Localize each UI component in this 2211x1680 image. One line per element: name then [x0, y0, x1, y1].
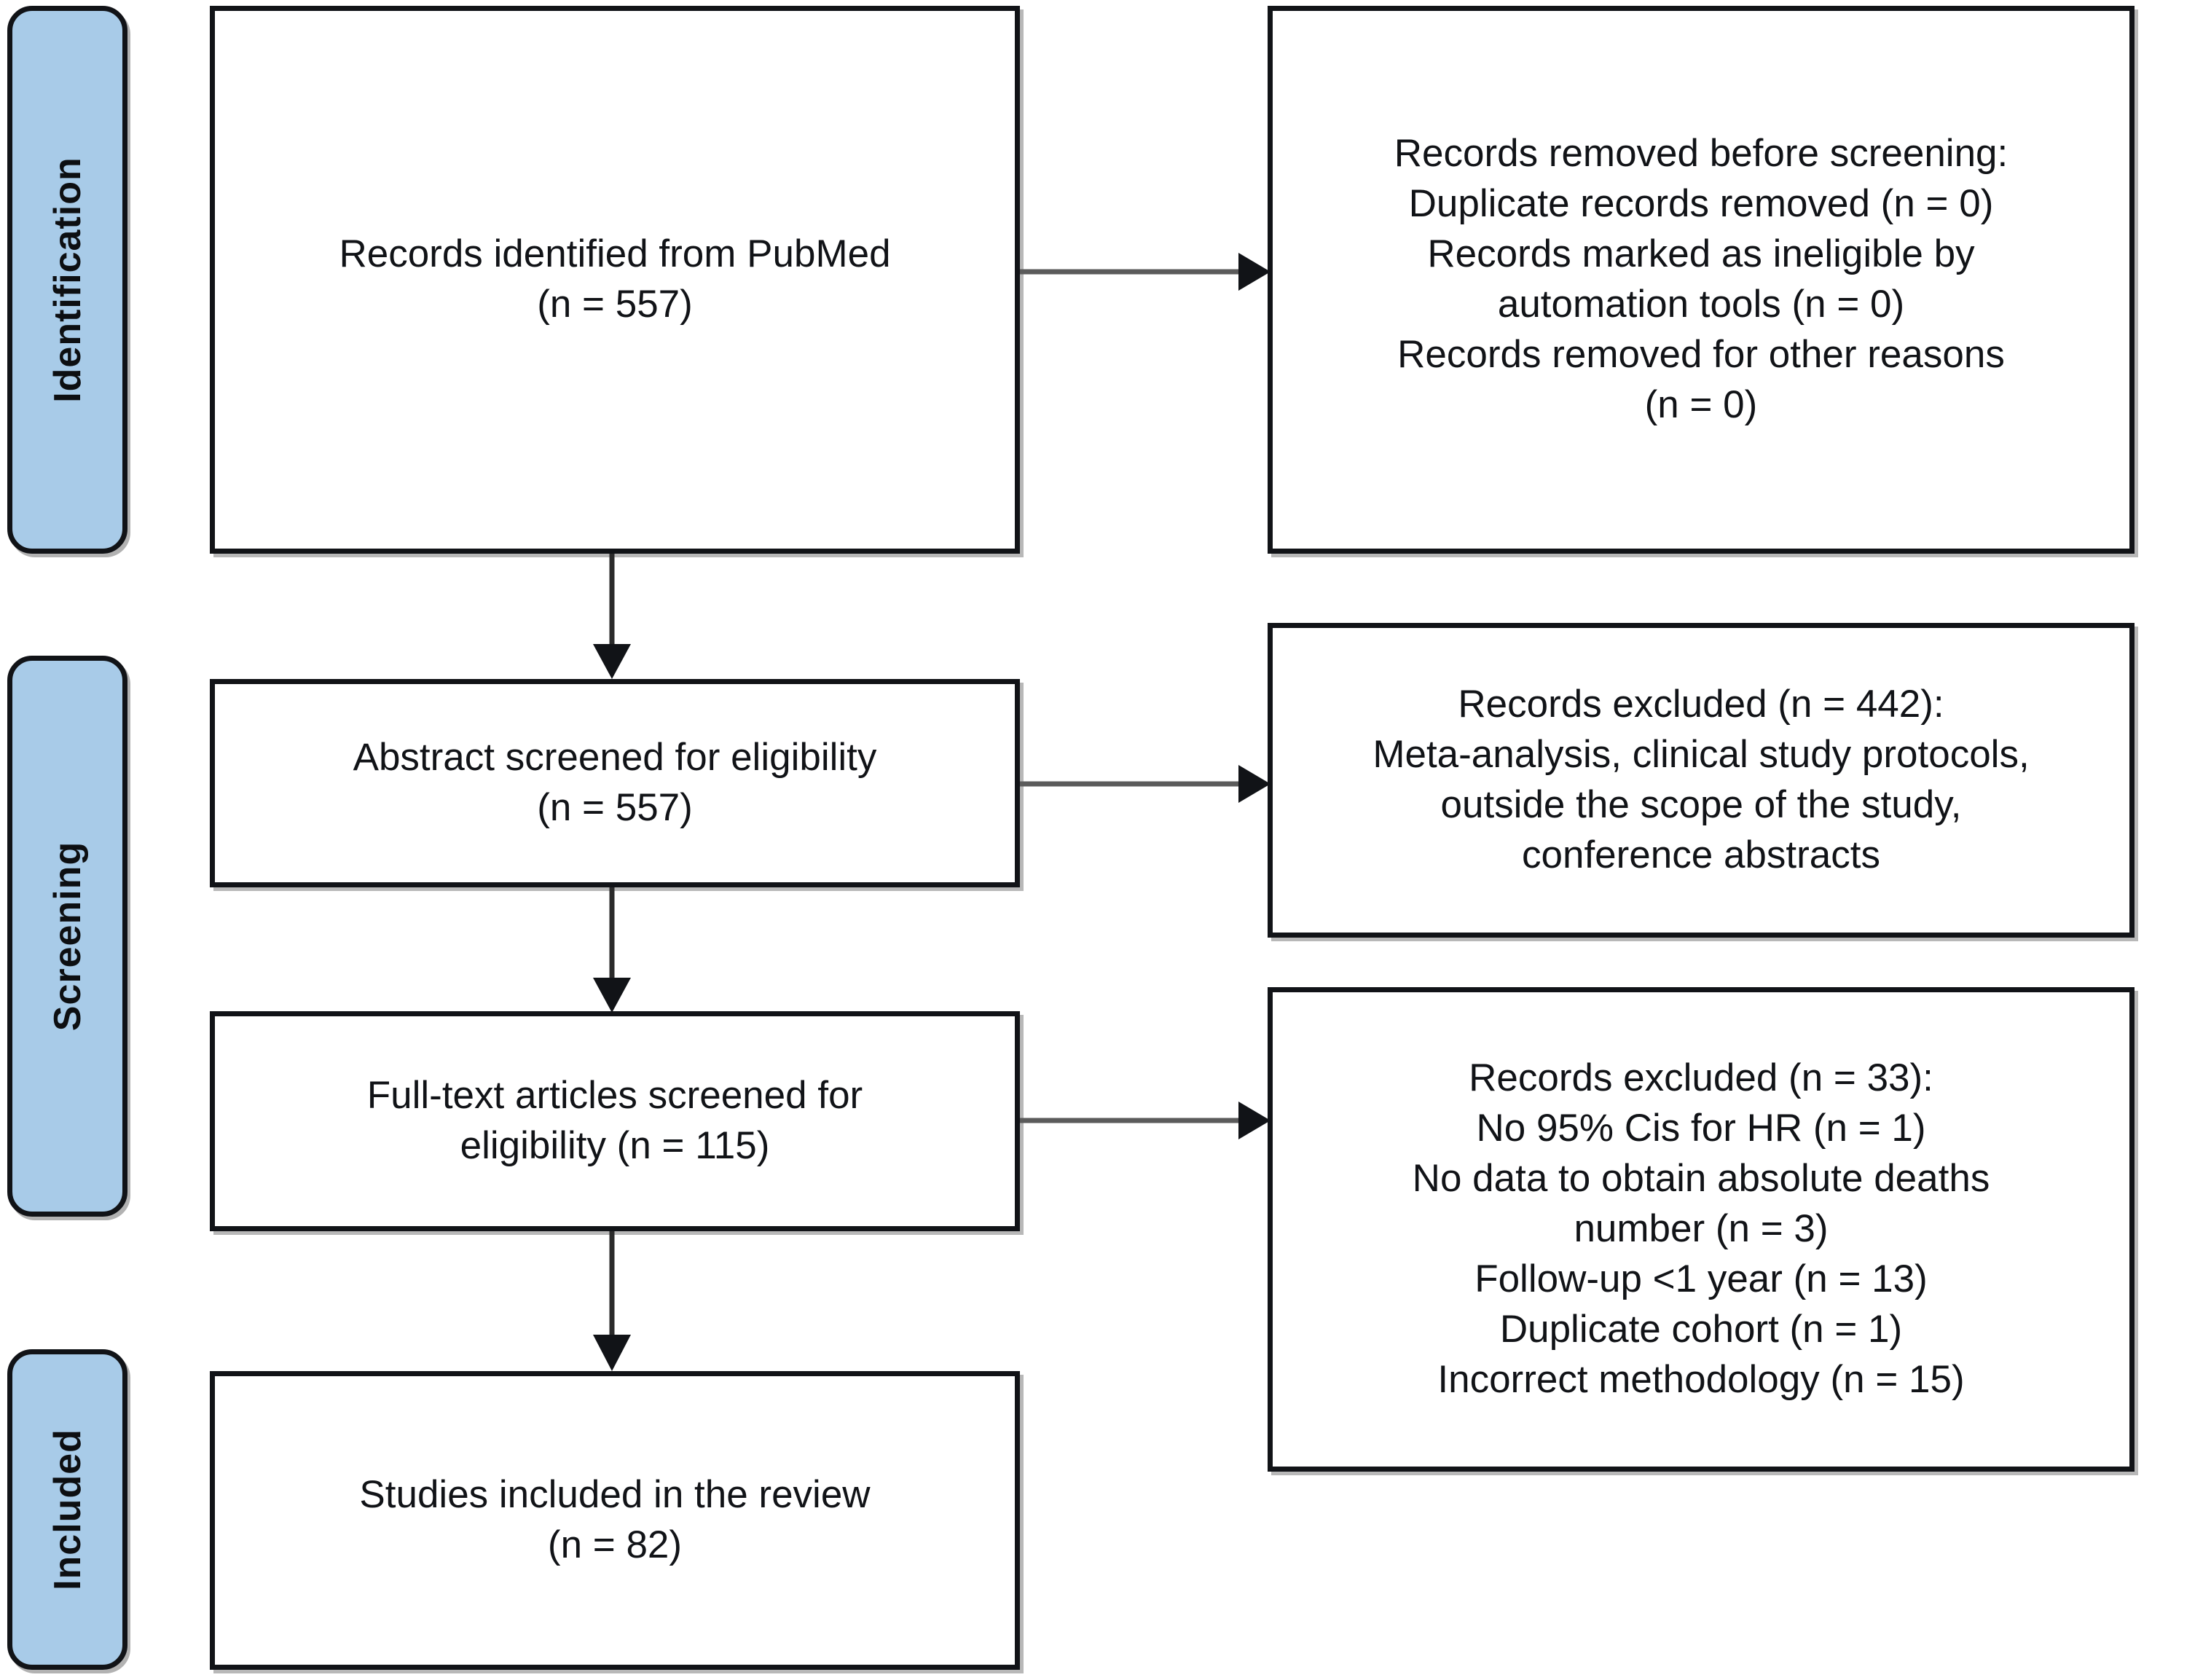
box-records-removed-before-screening: Records removed before screening: Duplic… — [1268, 6, 2135, 554]
stage-pill-included: Included — [7, 1349, 127, 1670]
arrow-identified-to-abstract-screened — [592, 554, 632, 679]
box-abstract-screened: Abstract screened for eligibility (n = 5… — [210, 679, 1020, 887]
box-fulltext-screened-text: Full-text articles screened for eligibil… — [366, 1074, 863, 1167]
stage-label-identification: Identification — [46, 157, 89, 403]
stage-label-included: Included — [46, 1429, 89, 1590]
box-records-excluded-fulltext: Records excluded (n = 33): No 95% Cis fo… — [1268, 987, 2135, 1472]
arrow-fulltext-to-included — [592, 1231, 632, 1371]
arrow-fulltext-to-excluded — [1020, 1100, 1271, 1141]
box-records-removed-before-screening-text: Records removed before screening: Duplic… — [1394, 132, 2008, 426]
box-studies-included: Studies included in the review (n = 82) — [210, 1371, 1020, 1670]
stage-pill-screening: Screening — [7, 656, 127, 1217]
arrow-abstract-to-fulltext — [592, 887, 632, 1013]
box-records-excluded-abstract-text: Records excluded (n = 442): Meta-analysi… — [1372, 683, 2030, 876]
box-records-excluded-abstract: Records excluded (n = 442): Meta-analysi… — [1268, 623, 2135, 938]
box-records-identified-text: Records identified from PubMed (n = 557) — [339, 232, 891, 326]
box-records-excluded-fulltext-text: Records excluded (n = 33): No 95% Cis fo… — [1412, 1056, 1990, 1401]
box-abstract-screened-text: Abstract screened for eligibility (n = 5… — [353, 736, 877, 829]
box-records-identified: Records identified from PubMed (n = 557) — [210, 6, 1020, 554]
box-studies-included-text: Studies included in the review (n = 82) — [359, 1473, 871, 1566]
box-fulltext-screened: Full-text articles screened for eligibil… — [210, 1011, 1020, 1231]
stage-label-screening: Screening — [46, 841, 89, 1032]
stage-pill-identification: Identification — [7, 6, 127, 554]
arrow-abstract-to-excluded — [1020, 764, 1271, 804]
arrow-identified-to-removed — [1020, 251, 1271, 292]
